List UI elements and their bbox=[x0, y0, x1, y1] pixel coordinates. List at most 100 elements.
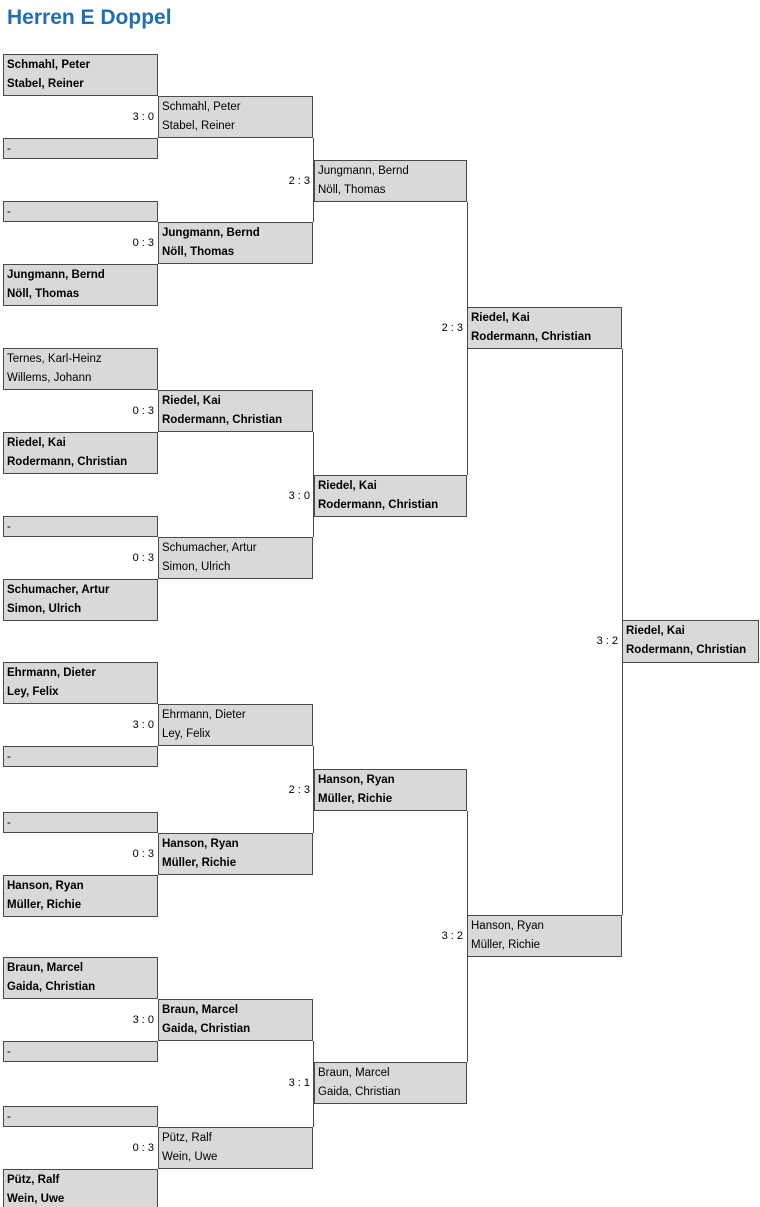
player-2: Rodermann, Christian bbox=[7, 456, 128, 468]
r1-slot-5-team-box: Ternes, Karl-Heinz Willems, Johann bbox=[3, 348, 158, 390]
player-1: Riedel, Kai bbox=[471, 312, 530, 324]
player-1: Schmahl, Peter bbox=[162, 101, 241, 113]
score-r2-match-5: 3 : 0 bbox=[132, 719, 154, 731]
player-1: Braun, Marcel bbox=[162, 1004, 239, 1016]
r1-slot-14-bye-box: - bbox=[3, 1041, 158, 1062]
final-winner-team-box: Riedel, Kai Rodermann, Christian bbox=[622, 620, 759, 663]
player-2: Simon, Ulrich bbox=[7, 603, 82, 615]
r2-box-7-team-box: Braun, Marcel Gaida, Christian bbox=[158, 999, 313, 1041]
player-2: Müller, Richie bbox=[162, 857, 237, 869]
player-1: Jungmann, Bernd bbox=[318, 165, 409, 177]
score-r2-match-8: 0 : 3 bbox=[132, 1142, 154, 1154]
r2-box-8-team-box: Pütz, Ralf Wein, Uwe bbox=[158, 1127, 313, 1169]
player-1: Pütz, Ralf bbox=[162, 1132, 212, 1144]
r2-box-1-team-box: Schmahl, Peter Stabel, Reiner bbox=[158, 96, 313, 138]
r1-slot-2-bye-box: - bbox=[3, 138, 158, 159]
score-r3-match-1: 2 : 3 bbox=[288, 175, 310, 187]
player-2: Müller, Richie bbox=[318, 793, 393, 805]
player-2: Wein, Uwe bbox=[162, 1151, 218, 1163]
player-2: Gaida, Christian bbox=[162, 1023, 251, 1035]
score-r2-match-2: 0 : 3 bbox=[132, 237, 154, 249]
r2-box-3-team-box: Riedel, Kai Rodermann, Christian bbox=[158, 390, 313, 432]
bye-dash: - bbox=[7, 521, 11, 533]
bye-dash: - bbox=[7, 1111, 11, 1123]
score-final-match: 3 : 2 bbox=[596, 635, 618, 647]
player-1: Hanson, Ryan bbox=[318, 774, 395, 786]
score-r2-match-3: 0 : 3 bbox=[132, 405, 154, 417]
score-r2-match-1: 3 : 0 bbox=[132, 111, 154, 123]
connector-line bbox=[313, 138, 314, 222]
score-sf-match-1: 2 : 3 bbox=[441, 322, 463, 334]
r3-box-3-team-box: Hanson, Ryan Müller, Richie bbox=[314, 769, 467, 811]
connector-line bbox=[313, 432, 314, 537]
score-r2-match-7: 3 : 0 bbox=[132, 1014, 154, 1026]
player-2: Nöll, Thomas bbox=[7, 288, 80, 300]
r1-slot-10-bye-box: - bbox=[3, 746, 158, 767]
r1-slot-1-team-box: Schmahl, Peter Stabel, Reiner bbox=[3, 54, 158, 96]
r1-slot-3-bye-box: - bbox=[3, 201, 158, 222]
score-r3-match-4: 3 : 1 bbox=[288, 1077, 310, 1089]
player-2: Gaida, Christian bbox=[7, 981, 96, 993]
sf-box-2-team-box: Hanson, Ryan Müller, Richie bbox=[467, 915, 622, 957]
player-1: Hanson, Ryan bbox=[7, 880, 84, 892]
score-r3-match-2: 3 : 0 bbox=[288, 490, 310, 502]
r1-slot-11-bye-box: - bbox=[3, 812, 158, 833]
r2-box-6-team-box: Hanson, Ryan Müller, Richie bbox=[158, 833, 313, 875]
player-1: Riedel, Kai bbox=[318, 480, 377, 492]
player-1: Schumacher, Artur bbox=[7, 584, 110, 596]
r3-box-2-team-box: Riedel, Kai Rodermann, Christian bbox=[314, 475, 467, 517]
bye-dash: - bbox=[7, 143, 11, 155]
player-2: Müller, Richie bbox=[7, 899, 82, 911]
score-r3-match-3: 2 : 3 bbox=[288, 784, 310, 796]
player-1: Riedel, Kai bbox=[7, 437, 66, 449]
player-2: Rodermann, Christian bbox=[471, 331, 592, 343]
bye-dash: - bbox=[7, 1046, 11, 1058]
player-1: Ehrmann, Dieter bbox=[7, 667, 96, 679]
player-1: Jungmann, Bernd bbox=[162, 227, 260, 239]
r1-slot-8-team-box: Schumacher, Artur Simon, Ulrich bbox=[3, 579, 158, 621]
player-1: Schmahl, Peter bbox=[7, 59, 91, 71]
r1-slot-9-team-box: Ehrmann, Dieter Ley, Felix bbox=[3, 662, 158, 704]
player-2: Stabel, Reiner bbox=[162, 120, 235, 132]
player-2: Müller, Richie bbox=[471, 939, 541, 951]
player-1: Braun, Marcel bbox=[7, 962, 84, 974]
bye-dash: - bbox=[7, 751, 11, 763]
player-1: Ehrmann, Dieter bbox=[162, 709, 246, 721]
player-2: Willems, Johann bbox=[7, 372, 92, 384]
player-2: Ley, Felix bbox=[162, 728, 211, 740]
sf-box-1-team-box: Riedel, Kai Rodermann, Christian bbox=[467, 307, 622, 349]
player-1: Schumacher, Artur bbox=[162, 542, 257, 554]
player-2: Ley, Felix bbox=[7, 686, 59, 698]
r3-box-1-team-box: Jungmann, Bernd Nöll, Thomas bbox=[314, 160, 467, 202]
player-2: Rodermann, Christian bbox=[318, 499, 439, 511]
score-r2-match-4: 0 : 3 bbox=[132, 552, 154, 564]
r1-slot-12-team-box: Hanson, Ryan Müller, Richie bbox=[3, 875, 158, 917]
player-2: Nöll, Thomas bbox=[318, 184, 386, 196]
r2-box-4-team-box: Schumacher, Artur Simon, Ulrich bbox=[158, 537, 313, 579]
player-1: Pütz, Ralf bbox=[7, 1174, 60, 1186]
bye-dash: - bbox=[7, 817, 11, 829]
player-1: Riedel, Kai bbox=[626, 625, 685, 637]
r1-slot-15-bye-box: - bbox=[3, 1106, 158, 1127]
connector-line bbox=[313, 1041, 314, 1127]
score-r2-match-6: 0 : 3 bbox=[132, 848, 154, 860]
r1-slot-4-team-box: Jungmann, Bernd Nöll, Thomas bbox=[3, 264, 158, 306]
r1-slot-16-team-box: Pütz, Ralf Wein, Uwe bbox=[3, 1169, 158, 1207]
player-1: Jungmann, Bernd bbox=[7, 269, 105, 281]
r2-box-2-team-box: Jungmann, Bernd Nöll, Thomas bbox=[158, 222, 313, 264]
player-1: Hanson, Ryan bbox=[162, 838, 239, 850]
score-sf-match-2: 3 : 2 bbox=[441, 930, 463, 942]
player-2: Rodermann, Christian bbox=[626, 644, 747, 656]
r1-slot-13-team-box: Braun, Marcel Gaida, Christian bbox=[3, 957, 158, 999]
player-2: Nöll, Thomas bbox=[162, 246, 235, 258]
player-2: Rodermann, Christian bbox=[162, 414, 283, 426]
page-title: Herren E Doppel bbox=[7, 6, 172, 29]
bye-dash: - bbox=[7, 206, 11, 218]
player-2: Gaida, Christian bbox=[318, 1086, 401, 1098]
player-2: Wein, Uwe bbox=[7, 1193, 65, 1205]
player-1: Hanson, Ryan bbox=[471, 920, 544, 932]
r2-box-5-team-box: Ehrmann, Dieter Ley, Felix bbox=[158, 704, 313, 746]
r1-slot-7-bye-box: - bbox=[3, 516, 158, 537]
r3-box-4-team-box: Braun, Marcel Gaida, Christian bbox=[314, 1062, 467, 1104]
